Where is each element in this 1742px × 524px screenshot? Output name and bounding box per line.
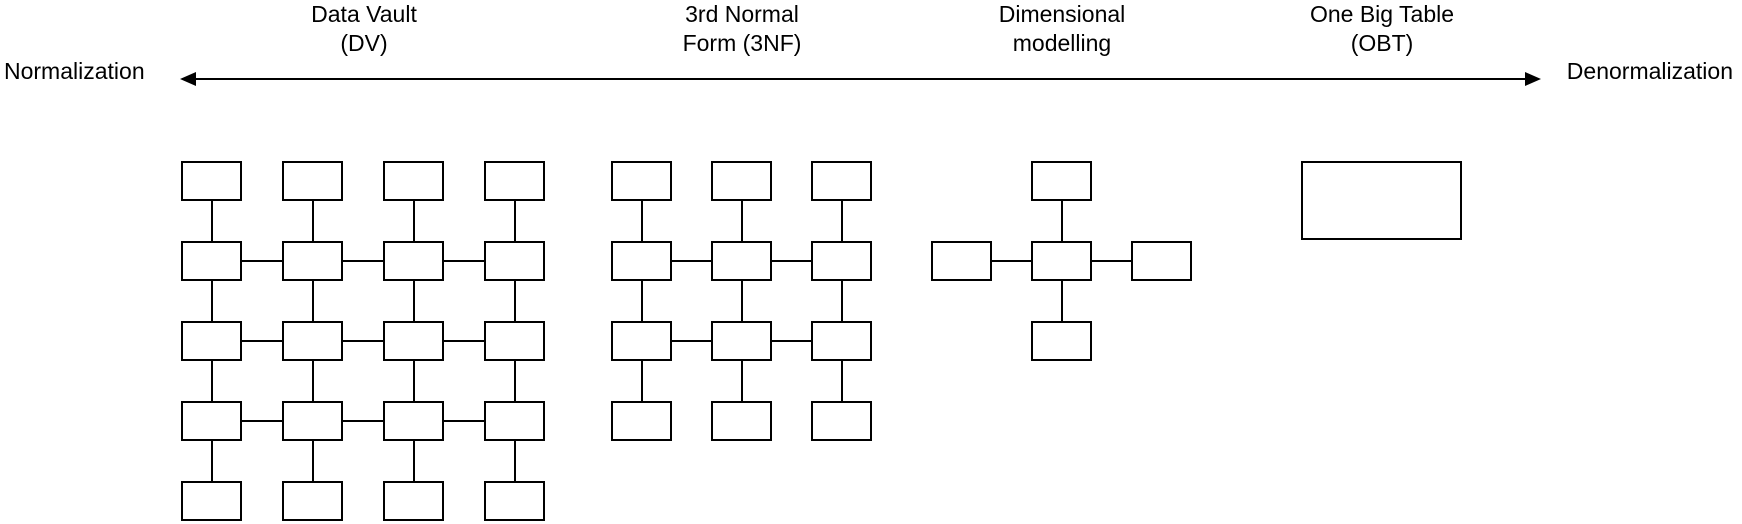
section-label-line: Dimensional [998,1,1126,27]
table-box [282,241,343,281]
table-box [181,481,242,521]
connector-line [740,201,743,241]
table-box [383,321,444,361]
connector-line [242,260,282,262]
connector-line [513,441,516,481]
table-box [383,241,444,281]
section-label-line: One Big Table [1309,1,1455,27]
table-box [282,481,343,521]
connector-line [311,361,314,401]
table-box [282,401,343,441]
section-label-line: (OBT) [1350,30,1414,56]
connector-line [210,441,213,481]
section-label-line: Form (3NF) [682,30,802,56]
table-box [181,401,242,441]
connector-line [412,201,415,241]
table-box [711,321,772,361]
section-label-data-vault: Data Vault (DV) [311,0,417,58]
table-box [383,481,444,521]
connector-line [343,340,383,342]
dimension-table-box [1131,241,1192,281]
table-box [484,241,545,281]
connector-line [840,201,843,241]
connector-line [640,281,643,321]
table-box [181,321,242,361]
one-big-table-box [1301,161,1462,240]
connector-line [992,260,1031,262]
connector-line [311,441,314,481]
connector-line [640,361,643,401]
table-box [811,401,872,441]
connector-line [311,201,314,241]
table-box [611,241,672,281]
table-box [181,161,242,201]
connector-line [210,201,213,241]
section-label-dimensional: Dimensional modelling [999,0,1126,58]
connector-line [412,281,415,321]
denormalization-label: Denormalization [1566,58,1733,84]
table-box [282,321,343,361]
section-label-line: (DV) [340,30,388,56]
dimension-table-box [1031,161,1092,201]
connector-line [210,281,213,321]
connector-line [444,420,484,422]
table-box [484,321,545,361]
connector-line [1092,260,1131,262]
section-label-line: Data Vault [311,1,417,27]
dimension-table-box [931,241,992,281]
connector-line [242,340,282,342]
connector-line [740,281,743,321]
normalization-label: Normalization [4,58,145,84]
table-box [484,401,545,441]
connector-line [412,441,415,481]
table-box [484,161,545,201]
connector-line [412,361,415,401]
connector-line [772,260,811,262]
section-label-line: 3rd Normal [685,1,799,27]
connector-line [343,260,383,262]
connector-line [1060,281,1063,321]
table-box [282,161,343,201]
connector-line [210,361,213,401]
table-box [611,401,672,441]
table-box [383,401,444,441]
table-box [711,401,772,441]
table-box [811,241,872,281]
section-label-3nf: 3rd Normal Form (3NF) [683,0,802,58]
table-box [711,241,772,281]
connector-line [513,281,516,321]
dimension-table-box [1031,321,1092,361]
left-arrowhead-icon [180,72,196,86]
connector-line [444,340,484,342]
connector-line [640,201,643,241]
connector-line [840,361,843,401]
connector-line [840,281,843,321]
connector-line [1060,201,1063,241]
fact-table-box [1031,241,1092,281]
section-label-line: modelling [1012,30,1112,56]
table-box [611,321,672,361]
table-box [484,481,545,521]
connector-line [513,201,516,241]
connector-line [672,260,711,262]
connector-line [311,281,314,321]
connector-line [444,260,484,262]
connector-line [343,420,383,422]
table-box [811,321,872,361]
table-box [383,161,444,201]
connector-line [242,420,282,422]
table-box [711,161,772,201]
table-box [611,161,672,201]
section-label-obt: One Big Table (OBT) [1310,0,1454,58]
table-box [811,161,872,201]
right-arrowhead-icon [1525,72,1541,86]
connector-line [740,361,743,401]
connector-line [513,361,516,401]
table-box [181,241,242,281]
connector-line [672,340,711,342]
connector-line [772,340,811,342]
spectrum-arrow-line [193,78,1528,80]
